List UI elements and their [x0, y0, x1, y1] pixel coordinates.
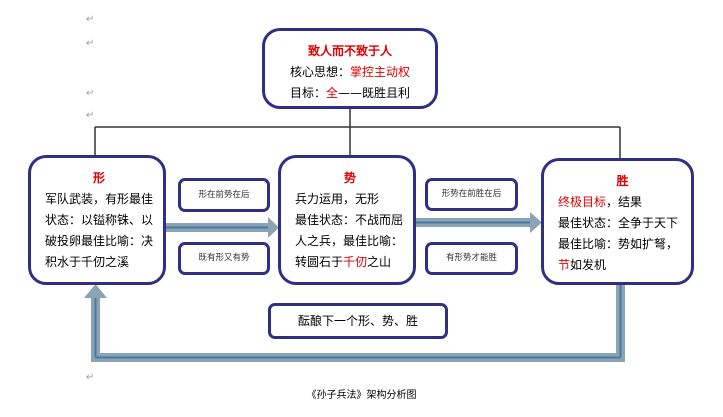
sheng-title: 胜	[616, 174, 629, 188]
core-title: 致人而不致于人	[307, 44, 392, 58]
sheng-goal-rest: ，结果	[606, 195, 643, 209]
sheng-line4-rest: 如发机	[570, 258, 607, 272]
paragraph-mark: ↵	[86, 110, 95, 121]
goal-rest: ——既胜且利	[338, 86, 411, 100]
core-box: 致人而不致于人 核心思想：掌控主动权 目标：全——既胜且利	[262, 28, 438, 109]
paragraph-mark: ↵	[86, 38, 95, 49]
core-idea-label: 核心思想：	[289, 65, 350, 79]
note-xingshi-before-sheng: 形势在前胜在后	[425, 178, 518, 211]
note-both-xing-shi: 既有形又有势	[178, 242, 270, 275]
sheng-line3: 最佳比喻：势如扩弩，	[558, 237, 679, 251]
sheng-line4-red: 节	[558, 258, 571, 272]
goal-label: 目标：	[289, 86, 326, 100]
shi-line2: 最佳状态：不战而屈人之兵，最佳比喻：转圆石于	[295, 213, 404, 269]
xing-title: 形	[92, 171, 105, 185]
note-xing-before-shi: 形在前势在后	[178, 178, 270, 212]
shi-red: 千仞	[343, 255, 368, 269]
cycle-box: 酝酿下一个形、势、胜	[268, 303, 448, 339]
sheng-line2: 最佳状态：全争于天下	[558, 216, 679, 230]
shi-box: 势 兵力运用，无形 最佳状态：不战而屈人之兵，最佳比喻：转圆石于千仞之山	[278, 155, 416, 285]
paragraph-mark: ↵	[86, 14, 95, 25]
shi-line1: 兵力运用，无形	[295, 192, 380, 206]
paragraph-mark: ↵	[86, 88, 95, 99]
shi-title: 势	[343, 171, 356, 185]
paragraph-mark: ↵	[86, 372, 95, 383]
diagram-caption: 《孙子兵法》架构分析图	[306, 390, 417, 401]
sheng-box: 胜 终极目标，结果 最佳状态：全争于天下 最佳比喻：势如扩弩， 节如发机	[541, 158, 694, 285]
cycle-loop-arrow	[84, 284, 625, 362]
note-xingshi-enables-sheng: 有形势才能胜	[425, 242, 518, 275]
xing-text: 军队武装，有形最佳状态：以镒称铢、以破投卵最佳比喻：决积水于千仞之溪	[45, 192, 154, 269]
xing-box: 形 军队武装，有形最佳状态：以镒称铢、以破投卵最佳比喻：决积水于千仞之溪	[28, 155, 166, 285]
arrow-shi-to-sheng	[415, 212, 542, 233]
shi-tail: 之山	[367, 255, 392, 269]
arrow-xing-to-shi	[165, 217, 279, 238]
goal-red: 全	[325, 86, 338, 100]
sheng-goal-red: 终极目标	[558, 195, 607, 209]
core-idea-value: 掌控主动权	[350, 65, 411, 79]
